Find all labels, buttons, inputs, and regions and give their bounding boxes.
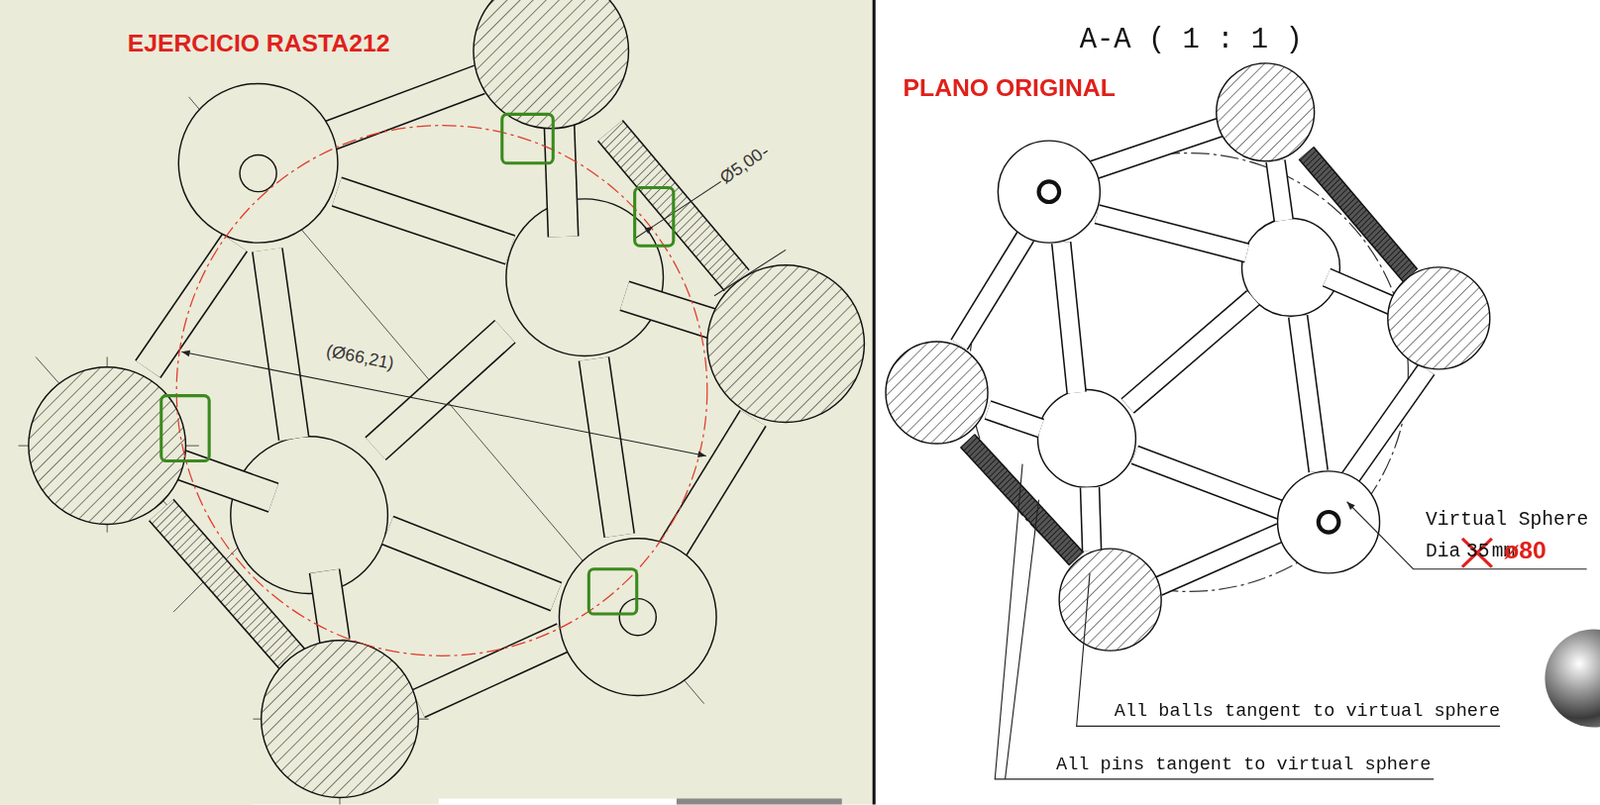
note-text: Virtual Sphere: [1425, 511, 1589, 532]
panel-heading: EJERCICIO RASTA212: [127, 30, 391, 56]
note-text: Dia: [1425, 542, 1461, 563]
crossed-value: 35: [1466, 542, 1490, 563]
section-title: A-A ( 1 : 1 ): [1079, 26, 1303, 56]
note-text: All pins tangent to virtual sphere: [1056, 754, 1431, 774]
note-text: All balls tangent to virtual sphere: [1114, 702, 1500, 722]
panel-heading: PLANO ORIGINAL: [903, 75, 1116, 101]
corrected-value: ø80: [1503, 538, 1547, 564]
